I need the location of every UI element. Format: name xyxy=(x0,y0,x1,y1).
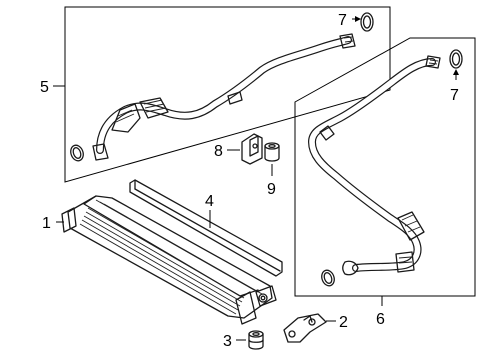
callout-2: 2 xyxy=(339,314,348,331)
o-ring-seal-icon xyxy=(323,272,333,284)
o-ring-seal-icon xyxy=(70,144,84,162)
group-box-6 xyxy=(294,37,476,297)
bushing-icon xyxy=(264,142,280,162)
leader-7a-arrow xyxy=(355,16,361,22)
callout-4: 4 xyxy=(205,193,214,210)
o-ring-seal-icon xyxy=(72,147,82,159)
group-box-5 xyxy=(64,6,391,183)
o-ring-seal-icon xyxy=(362,15,372,29)
line-clip-icon xyxy=(241,133,263,165)
callout-9: 9 xyxy=(267,181,276,198)
o-ring-seal-icon xyxy=(451,52,461,66)
callout-3: 3 xyxy=(223,333,232,350)
leader-7b-arrow xyxy=(453,69,459,75)
callout-7a: 7 xyxy=(338,12,347,29)
callout-1: 1 xyxy=(42,215,51,232)
callout-5: 5 xyxy=(40,79,49,96)
o-ring-seal-icon xyxy=(449,49,463,69)
o-ring-seal-icon xyxy=(360,12,374,32)
grommet-icon xyxy=(248,330,264,350)
mounting-bracket-icon xyxy=(283,313,327,343)
lower-oil-line-icon xyxy=(308,55,441,276)
o-ring-seal-icon xyxy=(321,269,335,287)
upper-oil-line-icon xyxy=(92,33,356,161)
callout-7b: 7 xyxy=(450,87,459,104)
air-deflector-icon xyxy=(129,179,283,277)
callout-6: 6 xyxy=(376,311,385,328)
oil-cooler-icon xyxy=(61,195,277,325)
callout-8: 8 xyxy=(214,143,223,160)
